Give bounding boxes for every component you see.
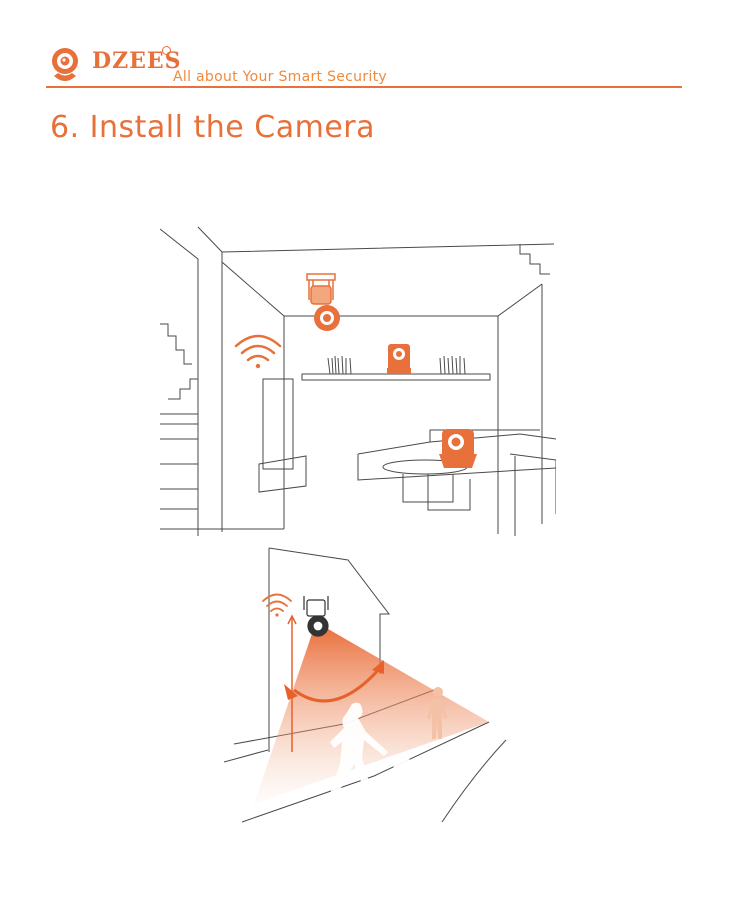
registered-mark — [162, 46, 171, 55]
wifi-icon — [236, 336, 280, 368]
indoor-illustration — [160, 224, 556, 540]
camera-icon — [304, 596, 328, 636]
camera-icon — [439, 429, 477, 468]
header-rule — [46, 86, 682, 88]
camera-icon — [307, 274, 340, 331]
camera-icon — [387, 344, 411, 374]
page-title: 6. Install the Camera — [50, 110, 375, 145]
outdoor-illustration — [224, 544, 520, 826]
wifi-icon — [263, 595, 291, 617]
brand-tagline: All about Your Smart Security — [173, 69, 387, 85]
brand-logo-icon — [48, 46, 82, 84]
page-header: DZEES All about Your Smart Security — [46, 40, 682, 88]
